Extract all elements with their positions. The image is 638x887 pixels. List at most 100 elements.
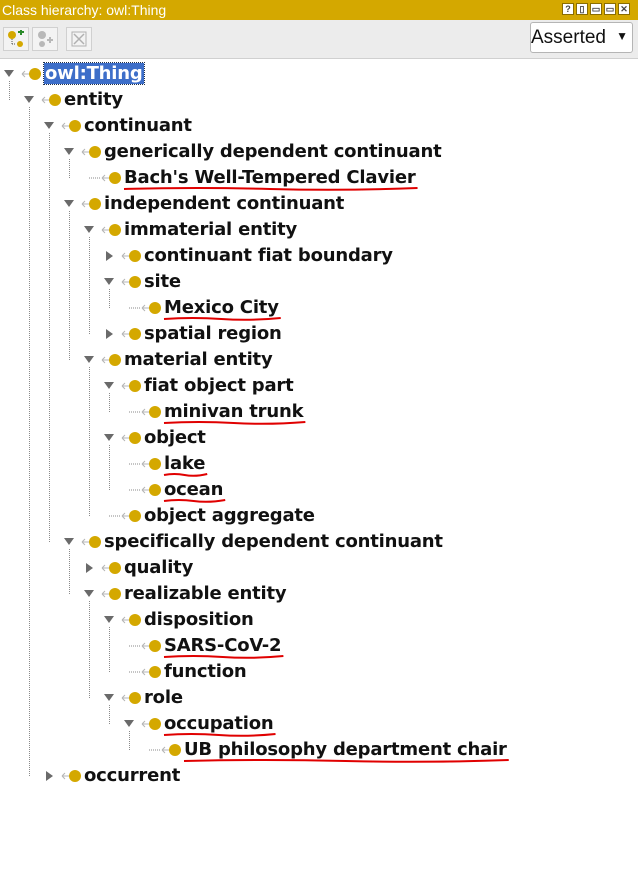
tree-connector [49,133,50,542]
class-icon [149,666,161,678]
tree-node-glyphs [44,120,81,132]
tree-node-label[interactable]: generically dependent continuant [104,141,442,162]
class-icon [89,146,101,158]
tree-node[interactable]: Bach's Well-Tempered Clavier [84,165,638,191]
tree-node-glyphs [24,94,61,106]
tree-node-label[interactable]: Mexico City [164,297,279,318]
delete-class-button[interactable] [66,27,92,51]
tree-node[interactable]: function [124,659,638,685]
collapsed-toggle-icon[interactable] [46,771,53,781]
expanded-toggle-icon[interactable] [104,616,114,623]
tree-node[interactable]: continuant fiat boundary [104,243,638,269]
add-subclass-button[interactable] [3,27,29,51]
add-sibling-icon [38,31,53,47]
tree-node-label[interactable]: immaterial entity [124,219,298,240]
tree-node-glyphs [129,458,161,470]
view-mode-dropdown[interactable]: Asserted ▼ [530,22,633,53]
tree-node[interactable]: owl:Thing [4,61,638,87]
tree-node[interactable]: spatial region [104,321,638,347]
expanded-toggle-icon[interactable] [64,538,74,545]
tree-node-label[interactable]: occurrent [84,765,181,786]
tree-node-label[interactable]: owl:Thing [43,62,145,85]
tree-node[interactable]: ocean [124,477,638,503]
tree-node-label[interactable]: minivan trunk [164,401,304,422]
tree-node-label[interactable]: lake [164,453,206,474]
expanded-toggle-icon[interactable] [64,148,74,155]
tree-node-label[interactable]: occupation [164,713,274,734]
class-icon [149,484,161,496]
red-underline-mark [123,187,418,191]
tree-node-label[interactable]: role [144,687,183,708]
tree-node-label[interactable]: disposition [144,609,254,630]
minimize-button[interactable]: ▭ [590,3,602,15]
expanded-toggle-icon[interactable] [4,70,14,77]
float-button[interactable]: ▯ [576,3,588,15]
close-button[interactable]: ✕ [618,3,630,15]
tree-node-label[interactable]: quality [124,557,194,578]
tree-node[interactable]: site [104,269,638,295]
add-sibling-button[interactable] [32,27,58,51]
tree-node-label[interactable]: entity [64,89,123,110]
tree-node-label[interactable]: UB philosophy department chair [184,739,507,760]
expanded-toggle-icon[interactable] [84,226,94,233]
tree-node-label[interactable]: continuant [84,115,192,136]
expanded-toggle-icon[interactable] [84,590,94,597]
tree-node[interactable]: continuant [44,113,638,139]
tree-node-label[interactable]: site [144,271,181,292]
tree-node[interactable]: occupation [124,711,638,737]
tree-node[interactable]: role [104,685,638,711]
tree-node-label[interactable]: material entity [124,349,273,370]
expanded-toggle-icon[interactable] [104,278,114,285]
tree-node-label[interactable]: specifically dependent continuant [104,531,443,552]
tree-node[interactable]: object [104,425,638,451]
tree-node-label[interactable]: SARS-CoV-2 [164,635,282,656]
collapsed-toggle-icon[interactable] [86,563,93,573]
expanded-toggle-icon[interactable] [64,200,74,207]
tree-connector [9,81,10,100]
tree-node[interactable]: realizable entity [84,581,638,607]
tree-node[interactable]: quality [84,555,638,581]
tree-node-glyphs [129,484,161,496]
expanded-toggle-icon[interactable] [104,694,114,701]
tree-node[interactable]: independent continuant [64,191,638,217]
tree-node-label[interactable]: function [164,661,247,682]
class-tree[interactable]: owl:Thing entity continuant generically dep… [0,59,638,887]
tree-node-glyphs [129,640,161,652]
tree-node[interactable]: entity [24,87,638,113]
tree-node[interactable]: SARS-CoV-2 [124,633,638,659]
class-icon [129,250,141,262]
collapsed-toggle-icon[interactable] [106,329,113,339]
tree-node-label[interactable]: Bach's Well-Tempered Clavier [124,167,416,188]
tree-node[interactable]: object aggregate [104,503,638,529]
tree-node-label[interactable]: spatial region [144,323,282,344]
tree-node[interactable]: Mexico City [124,295,638,321]
tree-node[interactable]: fiat object part [104,373,638,399]
tree-node[interactable]: generically dependent continuant [64,139,638,165]
tree-node[interactable]: immaterial entity [84,217,638,243]
tree-node[interactable]: disposition [104,607,638,633]
tree-node-label[interactable]: independent continuant [104,193,345,214]
tree-node[interactable]: occurrent [44,763,638,789]
tree-node[interactable]: minivan trunk [124,399,638,425]
expanded-toggle-icon[interactable] [84,356,94,363]
maximize-button[interactable]: ▭ [604,3,616,15]
expanded-toggle-icon[interactable] [104,434,114,441]
tree-node-label[interactable]: continuant fiat boundary [144,245,393,266]
tree-node[interactable]: lake [124,451,638,477]
tree-node-label[interactable]: object aggregate [144,505,315,526]
collapsed-toggle-icon[interactable] [106,251,113,261]
tree-node-label[interactable]: fiat object part [144,375,294,396]
expanded-toggle-icon[interactable] [44,122,54,129]
tree-node[interactable]: UB philosophy department chair [144,737,638,763]
class-icon [129,614,141,626]
tree-node-label[interactable]: object [144,427,206,448]
class-icon [129,380,141,392]
tree-node[interactable]: material entity [84,347,638,373]
expanded-toggle-icon[interactable] [24,96,34,103]
tree-node-label[interactable]: ocean [164,479,224,500]
expanded-toggle-icon[interactable] [104,382,114,389]
help-button[interactable]: ? [562,3,574,15]
tree-node-label[interactable]: realizable entity [124,583,287,604]
expanded-toggle-icon[interactable] [124,720,134,727]
tree-node[interactable]: specifically dependent continuant [64,529,638,555]
